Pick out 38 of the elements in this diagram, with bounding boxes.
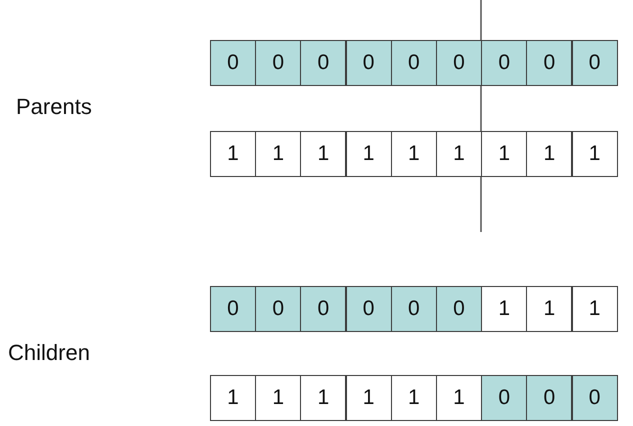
bit-cell: 0 (210, 40, 256, 86)
row-group-label: Parents (16, 94, 92, 120)
bit-cell: 1 (436, 131, 482, 177)
bit-cell: 0 (346, 40, 392, 86)
bit-cell: 1 (346, 131, 392, 177)
bit-cell: 0 (390, 286, 437, 332)
bit-cell: 0 (255, 40, 302, 86)
bit-cell: 1 (390, 375, 437, 421)
bit-cell: 0 (300, 40, 346, 86)
bit-cell: 1 (481, 131, 528, 177)
bit-cell: 1 (210, 375, 256, 421)
bit-cell: 1 (300, 131, 346, 177)
bit-cell: 0 (346, 286, 392, 332)
bit-cell: 1 (526, 131, 572, 177)
bit-cell: 1 (526, 286, 572, 332)
bit-cell: 0 (481, 375, 528, 421)
bit-cell: 1 (300, 375, 346, 421)
bit-cell: 1 (255, 131, 302, 177)
bit-cell: 0 (210, 286, 256, 332)
bit-cell: 1 (346, 375, 392, 421)
row-group-label: Children (8, 340, 90, 366)
bit-cell: 0 (436, 40, 482, 86)
bit-cell: 0 (481, 40, 528, 86)
bit-cell: 0 (526, 375, 572, 421)
bit-cell: 1 (255, 375, 302, 421)
bit-cell: 1 (210, 131, 256, 177)
bit-cell: 1 (572, 131, 618, 177)
bit-cell: 1 (436, 375, 482, 421)
bit-cell: 0 (572, 375, 618, 421)
bit-cell: 0 (255, 286, 302, 332)
bit-cell: 0 (300, 286, 346, 332)
bit-cell: 0 (572, 40, 618, 86)
bit-cell: 0 (436, 286, 482, 332)
bit-cell: 1 (390, 131, 437, 177)
bit-cell: 1 (481, 286, 528, 332)
bit-cell: 1 (572, 286, 618, 332)
bit-cell: 0 (526, 40, 572, 86)
bit-cell: 0 (390, 40, 437, 86)
